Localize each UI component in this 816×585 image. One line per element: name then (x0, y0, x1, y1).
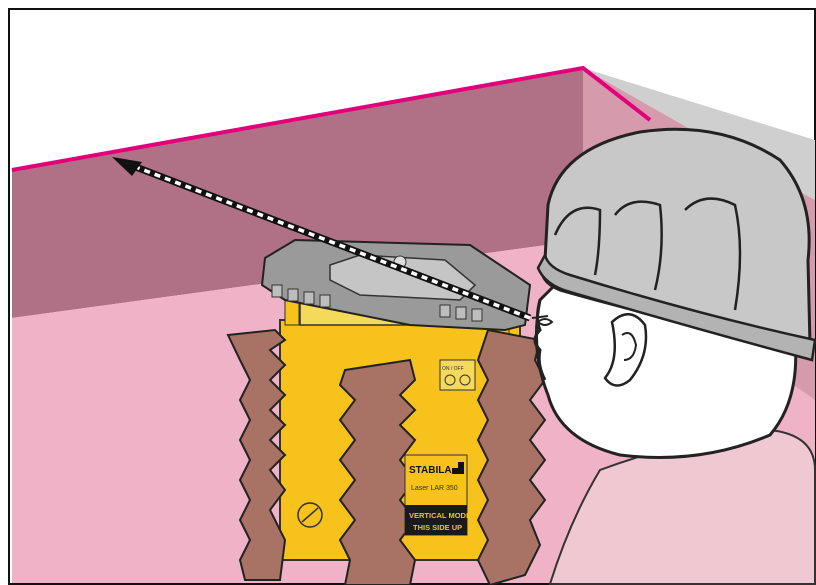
handle-ridge (320, 295, 330, 307)
mode-label-line1: VERTICAL MODE (409, 511, 471, 520)
handle-ridge (304, 292, 314, 304)
brand-label: STABILA (409, 465, 452, 476)
brand-logo-square (452, 462, 458, 468)
mode-label-line2: THIS SIDE UP (413, 523, 462, 532)
handle-ridge (272, 285, 282, 297)
model-label: Laser LAR 350 (411, 485, 458, 492)
handle-ridge (472, 309, 482, 321)
eye-icon (538, 319, 552, 325)
handle-ridge (440, 305, 450, 317)
handle-ridge (456, 307, 466, 319)
control-panel (440, 360, 475, 390)
bumper-right (478, 330, 545, 585)
handle-ridge (288, 289, 298, 301)
control-label: ON / OFF (442, 366, 464, 372)
